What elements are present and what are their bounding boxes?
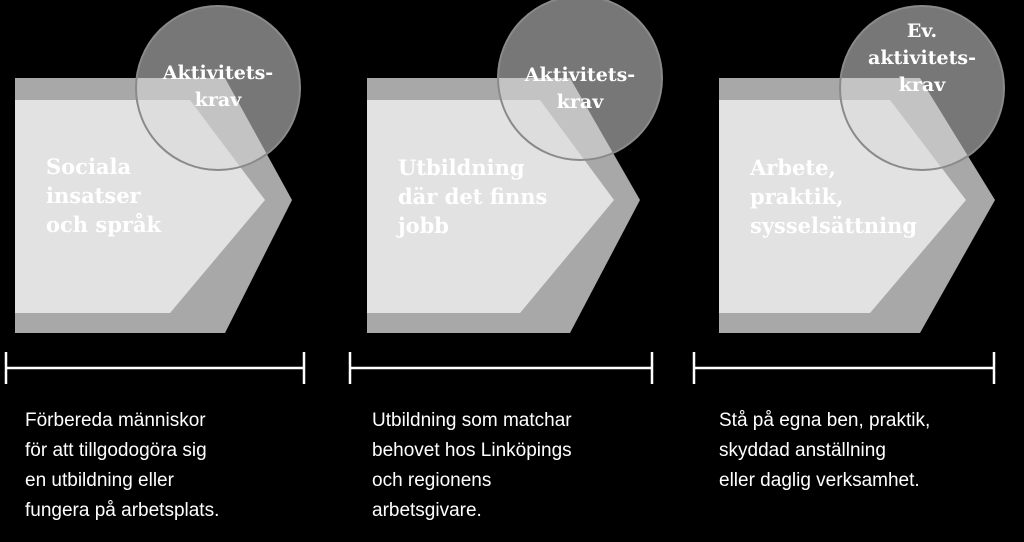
step-3-badge-label: Ev. aktivitets- krav — [868, 20, 976, 96]
step-2-title: Utbildning där det finns jobb — [398, 155, 548, 238]
step-1-description: Förbereda människor för att tillgodogöra… — [25, 410, 220, 521]
step-3-description: Stå på egna ben, praktik, skyddad anstäl… — [719, 410, 931, 491]
step-3-title: Arbete, praktik, sysselsättning — [750, 155, 918, 238]
step-1-badge-label: Aktivitets- krav — [162, 62, 274, 111]
step-1-badge-circle — [135, 5, 301, 171]
step-2-description: Utbildning som matchar behovet hos Linkö… — [372, 410, 572, 521]
step-2-span-bracket — [348, 352, 654, 384]
step-3-badge-circle — [839, 5, 1005, 171]
step-1-span-bracket — [4, 352, 306, 384]
step-2-badge-label: Aktivitets- krav — [524, 64, 636, 113]
step-2-badge-circle — [497, 0, 663, 161]
step-3-span-bracket — [692, 352, 996, 384]
step-1-title: Sociala insatser och språk — [46, 154, 162, 237]
